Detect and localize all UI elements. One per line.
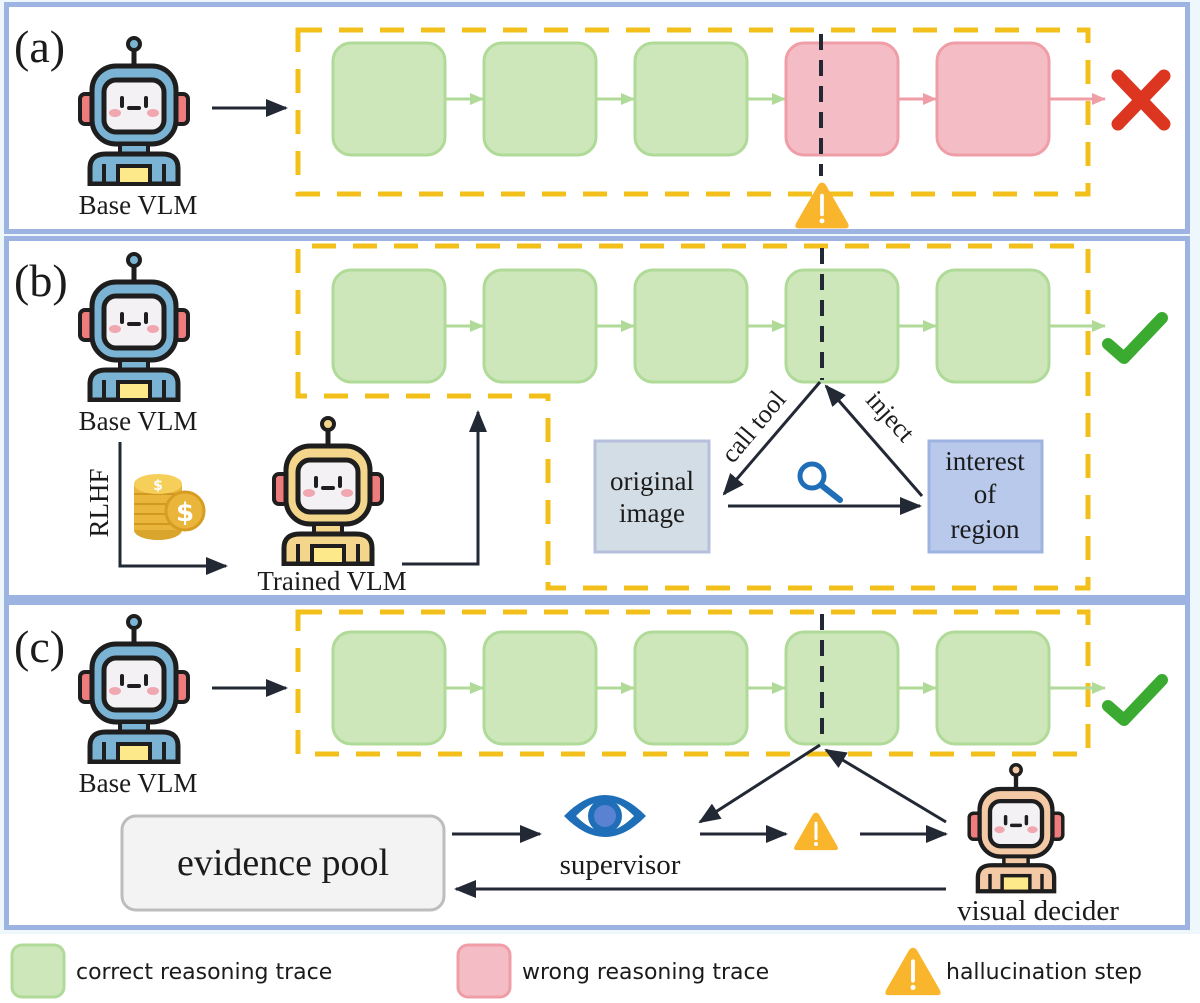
reasoning-step-correct (331, 268, 447, 384)
panel-a-label: (a) (14, 21, 65, 72)
legend-correct-swatch (10, 943, 66, 999)
reasoning-step-correct (633, 41, 749, 157)
legend-wrong-swatch (456, 943, 512, 999)
base-vlm-label-c: Base VLM (79, 768, 198, 798)
rlhf-arrow (118, 442, 228, 575)
trace-to-supervisor-arrow (698, 743, 821, 824)
evidence-pool-label: evidence pool (177, 842, 389, 884)
legend-hallucination-label: hallucination step (946, 960, 1142, 985)
trained-vlm-label: Trained VLM (257, 566, 406, 596)
original-image-label-1: original (610, 466, 694, 496)
trained-robot-icon (274, 418, 382, 564)
legend-wrong-label: wrong reasoning trace (522, 960, 769, 985)
svg-text:$: $ (176, 498, 194, 528)
magnifier-icon (797, 461, 843, 503)
check-icon (1102, 312, 1168, 364)
reasoning-step-correct (784, 268, 900, 384)
reasoning-step-wrong (935, 41, 1051, 157)
reasoning-step-correct (482, 630, 598, 746)
reasoning-step-correct (331, 41, 447, 157)
legend (0, 934, 1200, 1003)
reasoning-step-correct (331, 630, 447, 746)
reasoning-step-correct (633, 630, 749, 746)
panel-c-label: (c) (14, 621, 65, 672)
reasoning-trace-b (331, 268, 1106, 384)
region-label-1: interest (945, 446, 1025, 476)
cross-icon (1111, 69, 1171, 131)
region-label-3: region (951, 514, 1020, 544)
coins-icon: $ $ (134, 474, 206, 540)
panel-b-label: (b) (14, 255, 68, 306)
supervisor-label: supervisor (560, 849, 681, 881)
call-tool-arrow (722, 381, 822, 496)
robot-icon (80, 616, 188, 762)
rlhf-label: RLHF (84, 468, 114, 537)
robot-icon (80, 254, 188, 400)
original-image-label-2: image (619, 498, 685, 528)
reasoning-step-wrong (784, 41, 900, 157)
reasoning-step-correct (935, 268, 1051, 384)
evidence-pool-box (120, 814, 446, 912)
trace-dashed-box-c (295, 609, 1091, 757)
trace-dashed-box-b (295, 243, 1091, 591)
arrow-to-trace-b (402, 410, 487, 566)
decider-to-trace-arrow (824, 748, 947, 824)
reasoning-step-correct (633, 268, 749, 384)
reasoning-step-correct (784, 630, 900, 746)
base-vlm-label-b: Base VLM (79, 406, 198, 436)
visual-decider-robot-icon (969, 765, 1063, 892)
inject-label: inject (860, 385, 921, 448)
warning-icon (793, 810, 839, 853)
original-image-box (593, 439, 711, 554)
svg-text:$: $ (153, 478, 163, 494)
check-icon (1102, 674, 1168, 726)
region-label-2: of (974, 479, 997, 509)
reasoning-step-correct (935, 630, 1051, 746)
region-of-interest-box (927, 439, 1044, 554)
reasoning-trace-c (331, 630, 1106, 746)
inject-arrow (824, 384, 924, 497)
reasoning-trace-a (331, 41, 1106, 157)
visual-decider-label: visual decider (957, 895, 1119, 927)
legend-correct-label: correct reasoning trace (76, 960, 332, 985)
warning-icon (794, 180, 850, 230)
trace-dashed-box-a (295, 27, 1091, 197)
reasoning-step-correct (482, 268, 598, 384)
robot-icon (80, 38, 188, 184)
eye-icon (564, 795, 646, 837)
reasoning-step-correct (482, 41, 598, 157)
base-vlm-label-a: Base VLM (79, 190, 198, 220)
